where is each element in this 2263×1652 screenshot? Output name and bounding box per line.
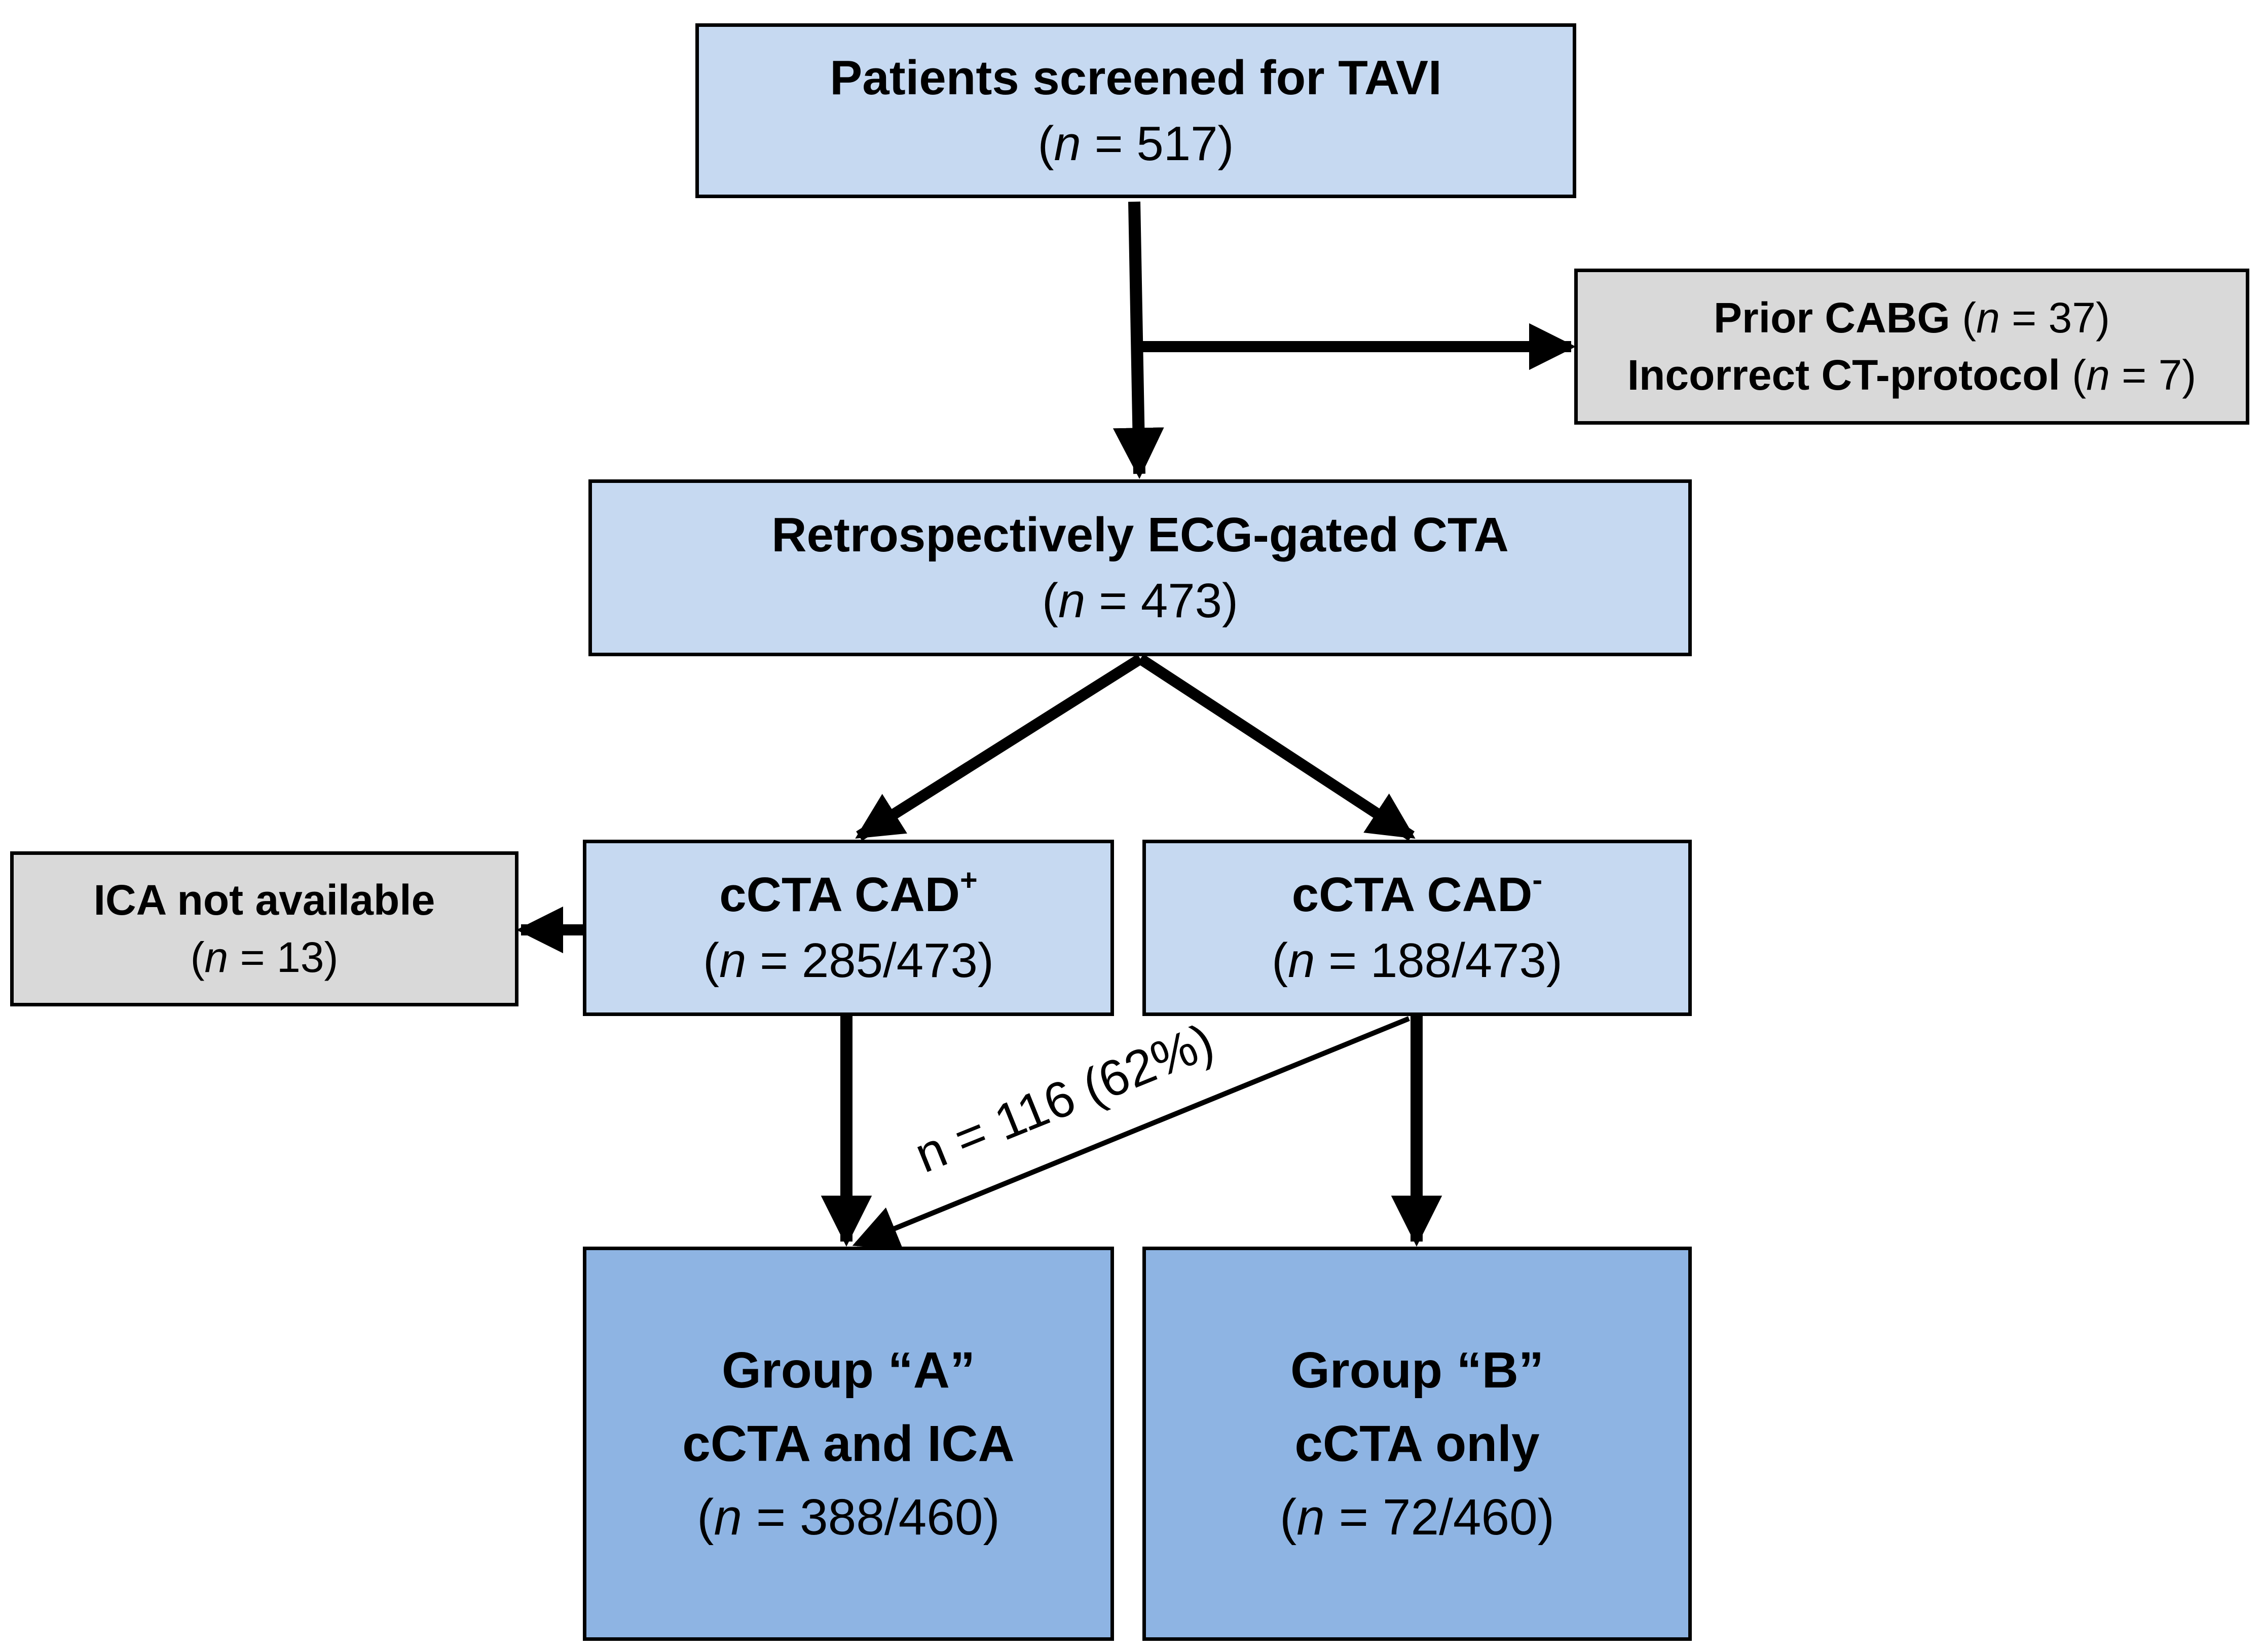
cta-title: Retrospectively ECG-gated CTA (771, 507, 1509, 562)
ica-not-available-count-line: (n = 13) (190, 933, 339, 981)
group-a-subtitle: cCTA and ICA (682, 1415, 1015, 1472)
cad-positive-box: cCTA CAD+ (n = 285/473) (583, 840, 1114, 1016)
cad-negative-count-line: (n = 188/473) (1272, 933, 1563, 988)
screened-title: Patients screened for TAVI (830, 50, 1442, 105)
arrow-cad-neg-to-group-a (852, 1016, 1410, 1250)
group-a-title: Group “A” (722, 1341, 975, 1399)
ica-not-available-title: ICA not available (93, 876, 435, 924)
group-b-title: Group “B” (1290, 1341, 1544, 1399)
screened-count: 517 (1136, 116, 1218, 171)
group-b-box: Group “B” cCTA only (n = 72/460) (1142, 1247, 1692, 1641)
group-b-count-line: (n = 72/460) (1279, 1488, 1555, 1546)
cta-count-line: (n = 473) (1042, 573, 1238, 628)
cad-negative-box: cCTA CAD- (n = 188/473) (1142, 840, 1692, 1016)
screened-box: Patients screened for TAVI (n = 517) (695, 23, 1576, 198)
group-a-box: Group “A” cCTA and ICA (n = 388/460) (583, 1247, 1114, 1641)
group-b-subtitle: cCTA only (1294, 1415, 1540, 1472)
cad-positive-title: cCTA CAD+ (719, 862, 978, 922)
arrow-cta-to-cad-pos (855, 654, 1143, 841)
ica-not-available-box: ICA not available (n = 13) (10, 851, 518, 1006)
screened-count-line: (n = 517) (1037, 116, 1234, 171)
cta-box: Retrospectively ECG-gated CTA (n = 473) (588, 479, 1692, 656)
group-a-count-line: (n = 388/460) (697, 1488, 1000, 1546)
exclusion-ct-protocol: Incorrect CT-protocol (n = 7) (1627, 351, 2197, 399)
cad-positive-count-line: (n = 285/473) (703, 933, 994, 988)
arrow-cta-to-cad-neg (1137, 654, 1416, 841)
exclusion-cabg: Prior CABG (n = 37) (1714, 293, 2110, 342)
excluded-box: Prior CABG (n = 37) Incorrect CT-protoco… (1574, 269, 2249, 425)
arrow-screened-to-cta (1112, 201, 1164, 479)
cad-negative-title: cCTA CAD- (1291, 862, 1543, 922)
